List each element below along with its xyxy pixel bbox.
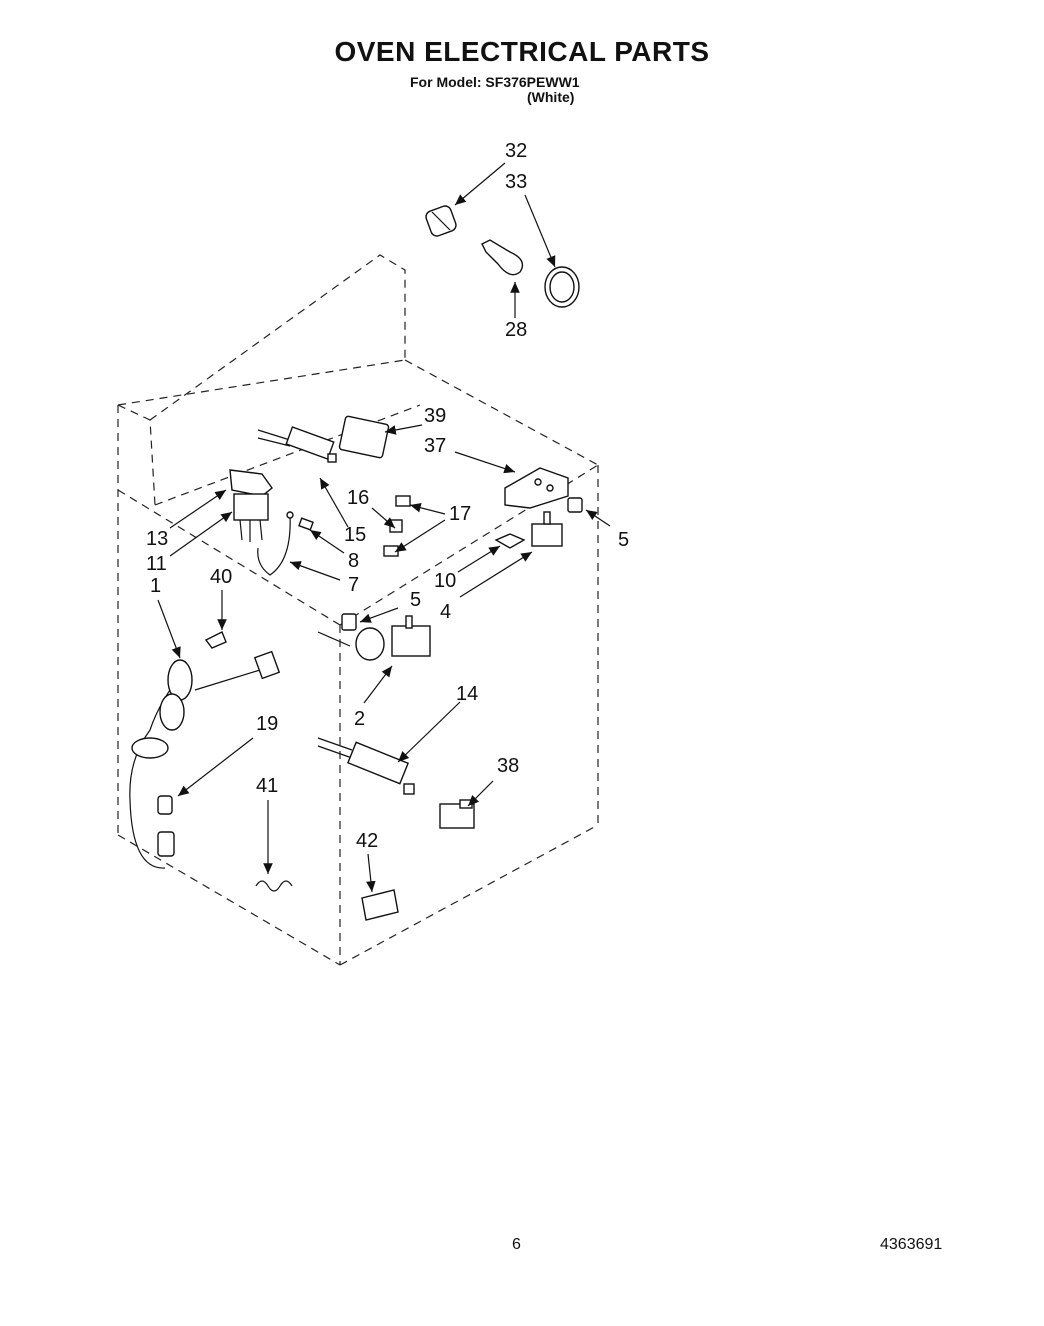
- lamp-lens-part: [544, 266, 580, 308]
- part-7: [257, 511, 294, 576]
- callout-2: 2: [354, 708, 365, 730]
- callout-7: 7: [348, 574, 359, 596]
- part-38: [439, 799, 475, 829]
- callout-37: 37: [424, 435, 446, 457]
- color-variant: (White): [527, 89, 575, 105]
- callout-19: 19: [256, 713, 278, 735]
- lamp-socket-part: [425, 205, 457, 237]
- part-10: [494, 533, 526, 549]
- page-title: OVEN ELECTRICAL PARTS: [334, 36, 710, 67]
- callout-41: 41: [256, 775, 278, 797]
- part-42: [361, 889, 399, 921]
- document-number: 4363691: [880, 1236, 943, 1253]
- part-14: [317, 737, 415, 795]
- callout-11: 11: [146, 553, 167, 575]
- part-5-lower: [341, 613, 357, 631]
- callout-10: 10: [434, 570, 456, 592]
- page-number: 6: [512, 1236, 521, 1253]
- part-39: [338, 415, 390, 459]
- callout-labels: 32 33 28 39 37 16 17 15 13 11 8 7 5 5 1 …: [146, 140, 629, 852]
- part-11: [233, 493, 269, 542]
- callout-38: 38: [497, 755, 519, 777]
- callout-32: 32: [505, 140, 527, 162]
- part-2: [317, 615, 431, 661]
- leader-arrows: [157, 162, 611, 893]
- callout-5-center: 5: [410, 589, 421, 611]
- callout-4: 4: [440, 601, 451, 623]
- model-label: For Model: SF376PEWW1: [410, 74, 580, 90]
- part-41: [255, 880, 293, 892]
- part-8: [298, 517, 314, 531]
- callout-39: 39: [424, 405, 446, 427]
- part-40: [204, 631, 227, 649]
- callout-14: 14: [456, 683, 478, 705]
- callout-1: 1: [150, 575, 161, 597]
- callout-33: 33: [505, 171, 527, 193]
- callout-17: 17: [449, 503, 471, 525]
- power-cord-part: [129, 650, 281, 869]
- oven-cabinet-outline: [117, 254, 599, 966]
- light-bulb-part: [481, 239, 524, 276]
- part-13: [229, 469, 273, 497]
- part-37: [504, 467, 569, 509]
- callout-13: 13: [146, 528, 168, 550]
- callout-16: 16: [347, 487, 369, 509]
- callout-8: 8: [348, 550, 359, 572]
- part-5-upper: [567, 497, 583, 513]
- callout-28: 28: [505, 319, 527, 341]
- callout-40: 40: [210, 566, 232, 588]
- callout-5-right: 5: [618, 529, 629, 551]
- part-15: [257, 426, 337, 463]
- part-4: [531, 511, 563, 547]
- part-19: [157, 795, 173, 815]
- callout-42: 42: [356, 830, 378, 852]
- callout-15: 15: [344, 524, 366, 546]
